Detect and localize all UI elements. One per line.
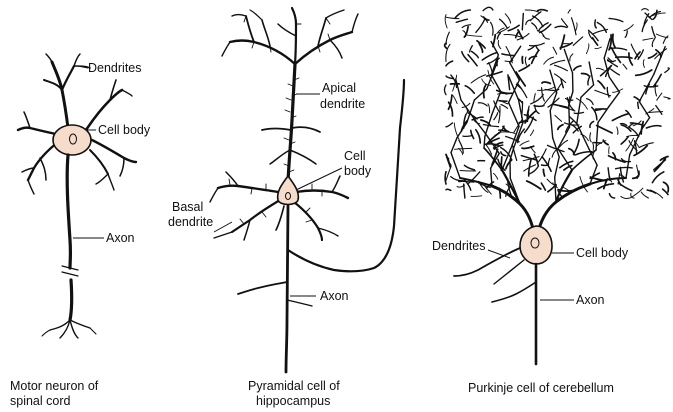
pyramidal-cell: Apical dendrite Cell body Basal dendrite… xyxy=(168,8,404,408)
purkinje-caption-line1: Purkinje cell of cerebellum xyxy=(468,381,614,395)
motor-axon-label: Axon xyxy=(106,231,135,245)
motor-dendrites-label: Dendrites xyxy=(88,61,142,75)
motor-cellbody-label: Cell body xyxy=(98,123,151,137)
purkinje-cellbody-label: Cell body xyxy=(576,246,629,260)
pyramidal-apical-label-1: Apical xyxy=(322,81,356,95)
pyramidal-basal-label-2: dendrite xyxy=(168,215,213,229)
motor-caption-line1: Motor neuron of xyxy=(10,379,99,393)
purkinje-axon-label: Axon xyxy=(576,293,605,307)
pyramidal-apical-dendrite xyxy=(222,8,358,182)
pyramidal-basal-label-1: Basal xyxy=(172,200,203,214)
motor-neuron: Dendrites Cell body Axon Motor neuron of… xyxy=(10,54,151,408)
pyramidal-apical-label-2: dendrite xyxy=(320,97,365,111)
pyramidal-cellbody-label-1: Cell xyxy=(344,149,366,163)
pyramidal-basal-dendrites xyxy=(210,172,348,240)
purkinje-cell-body xyxy=(520,226,552,264)
purkinje-dendrites-label: Dendrites xyxy=(432,239,486,253)
motor-neuron-axon xyxy=(42,155,96,338)
purkinje-dendritic-tree xyxy=(444,7,670,204)
pyramidal-axon-label: Axon xyxy=(320,289,349,303)
pyramidal-cellbody-label-2: body xyxy=(344,164,372,178)
pyramidal-basal-leader xyxy=(214,222,232,232)
motor-neuron-cell-body xyxy=(53,125,91,155)
pyramidal-caption-line2: hippocampus xyxy=(256,394,330,408)
pyramidal-cell-body xyxy=(278,176,299,205)
pyramidal-caption-line1: Pyramidal cell of xyxy=(248,379,340,393)
pyramidal-axon xyxy=(238,80,404,372)
motor-caption-line2: spinal cord xyxy=(10,394,70,408)
purkinje-cell: Dendrites Cell body Axon Purkinje cell o… xyxy=(432,7,670,395)
purkinje-axon xyxy=(454,248,536,364)
